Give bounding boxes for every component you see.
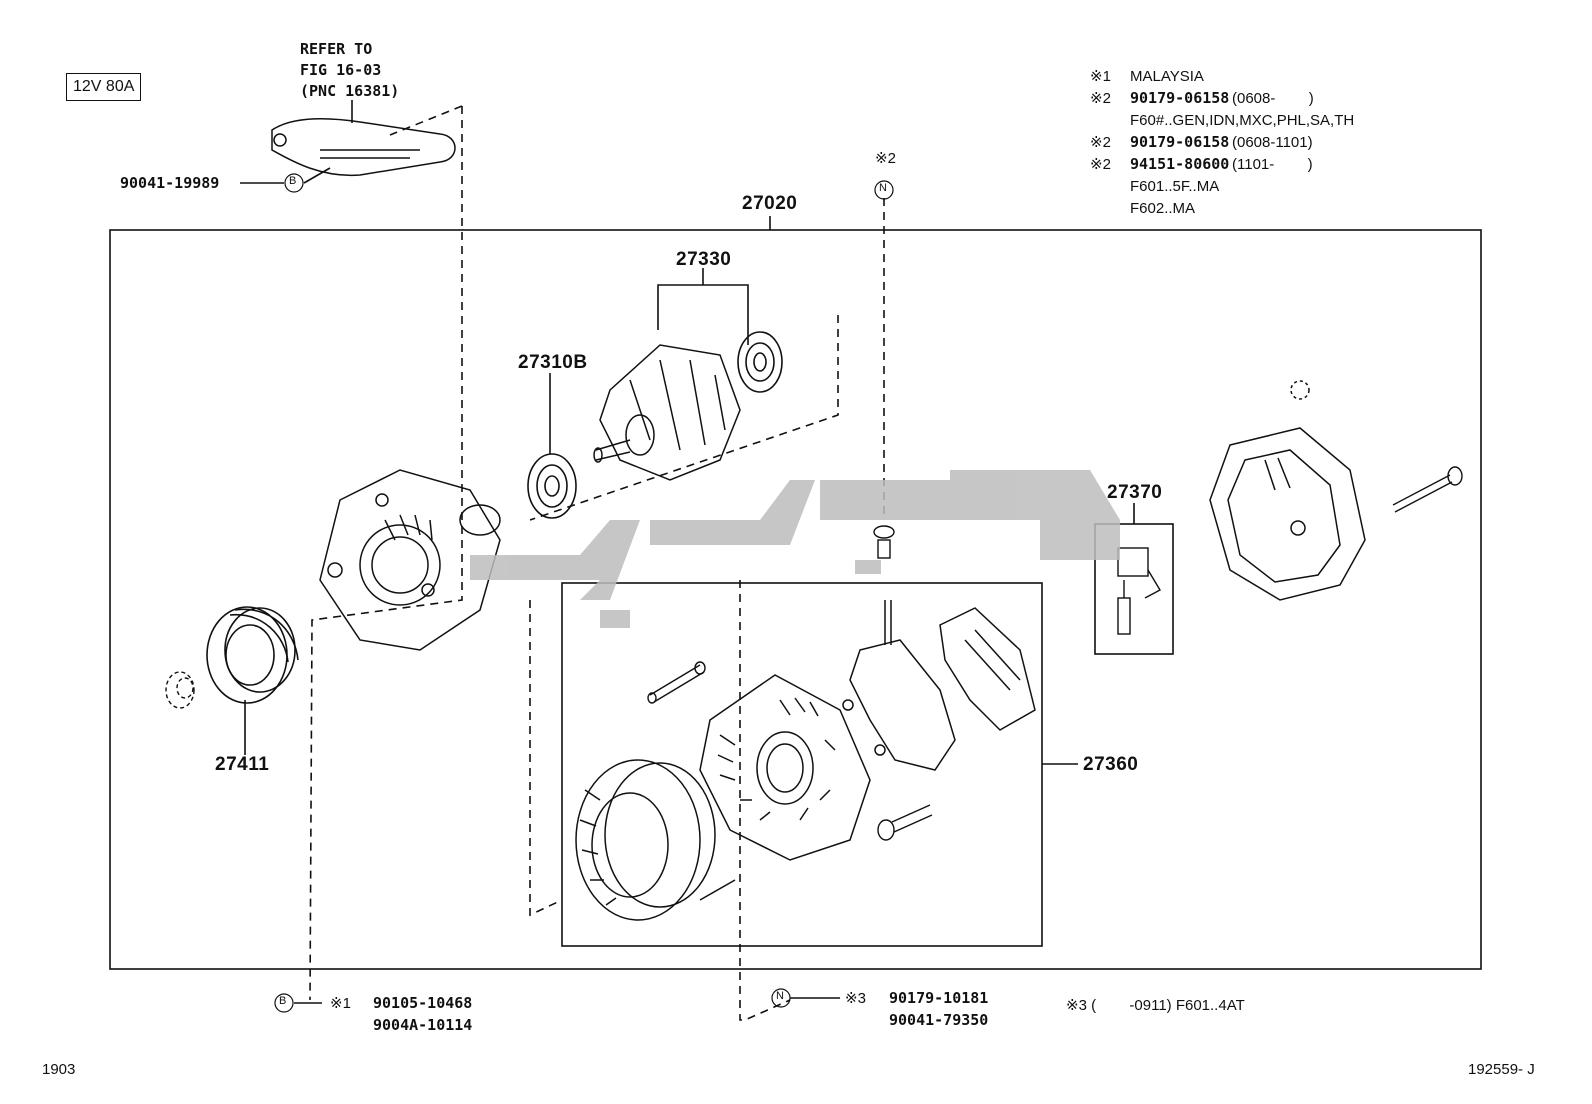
pn-rotor: 27330 bbox=[676, 249, 732, 270]
rear-bearing bbox=[737, 331, 783, 393]
note-2c-models-2: F602..MA bbox=[1130, 200, 1196, 217]
note-2b-pn: 90179-06158 bbox=[1130, 133, 1230, 151]
rectifier-end-frame bbox=[699, 674, 871, 861]
bottom-n-pn-1: 90179-10181 bbox=[889, 989, 989, 1007]
stator-part bbox=[575, 759, 736, 921]
note-2c-pn: 94151-80600 bbox=[1130, 155, 1230, 173]
note-2a-pn: 90179-06158 bbox=[1130, 89, 1230, 107]
rotor-part bbox=[593, 344, 741, 481]
rectifier-kit-frame bbox=[561, 582, 1043, 947]
rectifier-holder bbox=[842, 600, 956, 771]
rear-cover bbox=[1209, 380, 1366, 601]
pn-pulley: 27411 bbox=[215, 754, 270, 775]
note-2a-range: (0608- ) bbox=[1232, 90, 1314, 107]
bottom-n-pn-2: 90041-79350 bbox=[889, 1011, 989, 1029]
footer-left: 1903 bbox=[42, 1061, 76, 1078]
note-2b-range: (0608-1101) bbox=[1232, 134, 1313, 151]
note-2c-mark: ※2 bbox=[1090, 156, 1111, 173]
bottom-b-pn-1: 90105-10468 bbox=[373, 994, 473, 1012]
refer-line-2: FIG 16-03 bbox=[300, 61, 382, 79]
bottom-b-note: ※1 bbox=[330, 995, 351, 1012]
refer-line-3: (PNC 16381) bbox=[300, 82, 400, 100]
note-2a-models: F60#..GEN,IDN,MXC,PHL,SA,TH bbox=[1130, 112, 1355, 129]
pulley-part bbox=[206, 606, 299, 704]
note-2c-range: (1101- ) bbox=[1232, 156, 1313, 173]
footer-right: 192559- J bbox=[1468, 1061, 1535, 1078]
refer-line-1: REFER TO bbox=[300, 40, 373, 58]
bracket-part bbox=[271, 118, 456, 177]
brush-holder bbox=[939, 607, 1036, 731]
pn-regulator: 27370 bbox=[1107, 482, 1163, 503]
top-n-note: ※2 bbox=[875, 150, 896, 167]
drive-end-frame bbox=[319, 469, 501, 651]
pn-bearing: 27310B bbox=[518, 352, 588, 373]
insulator-part bbox=[873, 525, 895, 559]
note-2b-mark: ※2 bbox=[1090, 134, 1111, 151]
note-1-mark: ※1 bbox=[1090, 68, 1111, 85]
pulley-nut bbox=[165, 671, 195, 709]
pn-rectifier-kit: 27360 bbox=[1083, 754, 1139, 775]
marker-n-top: N bbox=[879, 182, 887, 194]
mounting-bolt bbox=[877, 804, 933, 841]
terminal-stud bbox=[647, 661, 706, 704]
bracket-bolt-number: 90041-19989 bbox=[120, 174, 220, 192]
watermark bbox=[470, 470, 1120, 628]
regulator-part bbox=[1117, 547, 1161, 635]
spec-label: 12V 80A bbox=[66, 73, 142, 101]
bottom-b-pn-2: 9004A-10114 bbox=[373, 1016, 473, 1034]
bottom-n-note: ※3 bbox=[845, 990, 866, 1007]
marker-n-bottom: N bbox=[776, 990, 784, 1002]
note-2c-models-1: F601..5F..MA bbox=[1130, 178, 1220, 195]
note-2a-mark: ※2 bbox=[1090, 90, 1111, 107]
note-3: ※3 ( -0911) F601..4AT bbox=[1066, 997, 1245, 1014]
note-1-text: MALAYSIA bbox=[1130, 68, 1204, 85]
assembly-frame bbox=[109, 229, 1482, 970]
marker-b-top: B bbox=[289, 175, 297, 187]
front-bearing bbox=[527, 453, 577, 519]
marker-b-bottom: B bbox=[279, 995, 287, 1007]
pn-assy: 27020 bbox=[742, 193, 798, 214]
cover-bolt bbox=[1392, 466, 1463, 513]
